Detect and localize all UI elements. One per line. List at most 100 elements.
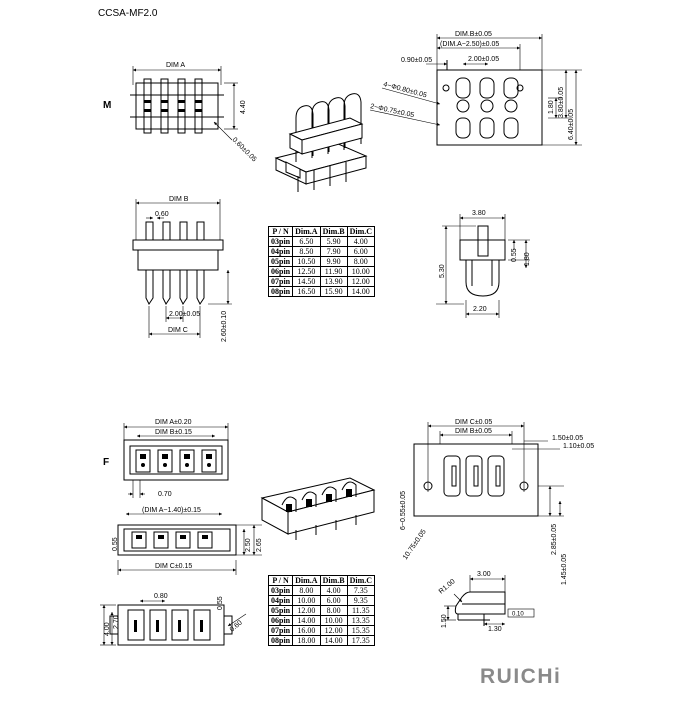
- f-v10: 10.75±0.05: [402, 528, 428, 561]
- m-side-view: 3.80 5.30 0.55 1.80 2.20: [436, 210, 531, 318]
- table-cell: 4.00: [319, 585, 348, 596]
- ruichi-logo: RUICHi: [480, 665, 561, 688]
- f-top-dim-a: DIM A±0.20: [155, 419, 192, 426]
- m-hole-b: 2−Φ0.75±0.05: [370, 103, 415, 119]
- f-side-w130: 1.30: [488, 626, 502, 633]
- table-cell: 05pin: [267, 256, 294, 267]
- m-top-height: 4.40: [240, 100, 247, 114]
- m-v640: 6.40±0.05: [568, 109, 575, 140]
- m-side-h180: 1.80: [524, 252, 531, 266]
- m-pitch: 2.00±0.05: [468, 56, 499, 63]
- m-table-header-cell: P / N: [267, 226, 294, 237]
- brand-text: RUICHi: [480, 665, 561, 688]
- table-cell: 7.90: [319, 246, 348, 257]
- m-offset: 0.90±0.05: [401, 57, 432, 64]
- m-pcb-layout: DIM.B±0.05 (DIM.A−2.50)±0.05 2.00±0.05 0…: [370, 31, 582, 146]
- m-pin-diameter: 0.60±0.05: [231, 136, 258, 163]
- table-cell: 14.00: [292, 615, 321, 626]
- table-cell: 9.90: [319, 256, 348, 267]
- table-cell: 12.50: [292, 266, 321, 277]
- table-cell: 06pin: [267, 266, 294, 277]
- table-cell: 5.90: [319, 236, 348, 247]
- table-cell: 8.00: [292, 585, 321, 596]
- f-w110: 1.10±0.05: [563, 443, 594, 450]
- f-front-dim-a: (DIM A−1.40)±0.15: [142, 507, 201, 514]
- table-cell: 08pin: [267, 635, 294, 646]
- table-cell: 15.35: [346, 625, 376, 636]
- f-front-h250: 2.50: [245, 538, 252, 552]
- f-table-header-cell: Dim.A: [292, 575, 321, 586]
- table-cell: 16.50: [292, 286, 321, 297]
- table-cell: 08pin: [267, 286, 294, 297]
- table-cell: 16.00: [292, 625, 321, 636]
- m-side-w380: 3.80: [472, 210, 486, 217]
- table-cell: 13.90: [319, 276, 348, 287]
- table-cell: 04pin: [267, 246, 294, 257]
- f-dim-b: DIM B±0.05: [455, 428, 492, 435]
- table-cell: 8.50: [292, 246, 321, 257]
- table-cell: 14.00: [319, 635, 348, 646]
- table-cell: 9.35: [346, 595, 376, 606]
- f-front-view: (DIM A−1.40)±0.15 0.55 2.50 2.65 DIM C±0…: [112, 507, 263, 575]
- m-dim-a-minus: (DIM.A−2.50)±0.05: [440, 41, 499, 48]
- table-cell: 05pin: [267, 605, 294, 616]
- f-side-r100: R1.00: [438, 578, 457, 595]
- m-table-header-row: P / N Dim.A Dim.B Dim.C: [267, 226, 376, 237]
- m-top-view: DIM A 4.40 0.60±0.05: [130, 62, 258, 163]
- f-front-h055: 0.55: [112, 537, 119, 551]
- f-bottom-r060: 0.60: [229, 619, 244, 633]
- f-top-w070: 0.70: [158, 491, 172, 498]
- drawing-title: CCSA-MF2.0: [98, 8, 158, 19]
- table-cell: 6.00: [346, 246, 376, 257]
- f-v285: 2.85±0.05: [551, 524, 558, 555]
- f-top-dim-b: DIM B±0.15: [155, 429, 192, 436]
- table-cell: 04pin: [267, 595, 294, 606]
- f-v6: 6−0.55±0.05: [400, 491, 407, 530]
- table-cell: 8.00: [346, 256, 376, 267]
- f-side-view: 3.00 R1.00 1.50 1.30 0.10: [438, 571, 535, 633]
- table-cell: 06pin: [267, 615, 294, 626]
- f-front-h265: 2.65: [256, 538, 263, 552]
- table-cell: 13.35: [346, 615, 376, 626]
- table-cell: 10.00: [346, 266, 376, 277]
- table-cell: 14.00: [346, 286, 376, 297]
- f-table-header-cell: Dim.B: [319, 575, 348, 586]
- section-label-m: M: [103, 100, 111, 111]
- f-table-header-cell: Dim.C: [346, 575, 376, 586]
- f-bottom-h055: 0.55: [217, 596, 224, 610]
- f-table-header-row: P / N Dim.A Dim.B Dim.C: [267, 575, 376, 586]
- f-w150: 1.50±0.05: [552, 435, 583, 442]
- table-cell: 07pin: [267, 625, 294, 636]
- table-cell: 15.90: [319, 286, 348, 297]
- table-cell: 10.00: [292, 595, 321, 606]
- m-side-w220: 2.20: [473, 306, 487, 313]
- m-table-header-cell: Dim.B: [319, 226, 348, 237]
- table-cell: 4.00: [346, 236, 376, 247]
- m-front-v260: 2.60±0.10: [221, 311, 228, 342]
- m-v180: 1.80: [548, 100, 555, 114]
- f-table-header-cell: P / N: [267, 575, 294, 586]
- table-cell: 03pin: [267, 236, 294, 247]
- table-cell: 12.00: [292, 605, 321, 616]
- f-side-w300: 3.00: [477, 571, 491, 578]
- f-bottom-h270: 2.70: [113, 615, 120, 629]
- table-cell: 14.50: [292, 276, 321, 287]
- table-cell: 17.35: [346, 635, 376, 646]
- m-front-dim-b: DIM B: [169, 196, 189, 203]
- f-side-h150: 1.50: [441, 614, 448, 628]
- f-v145: 1.45±0.05: [561, 554, 568, 585]
- table-cell: 18.00: [292, 635, 321, 646]
- f-side-flatness: 0.10: [512, 612, 524, 618]
